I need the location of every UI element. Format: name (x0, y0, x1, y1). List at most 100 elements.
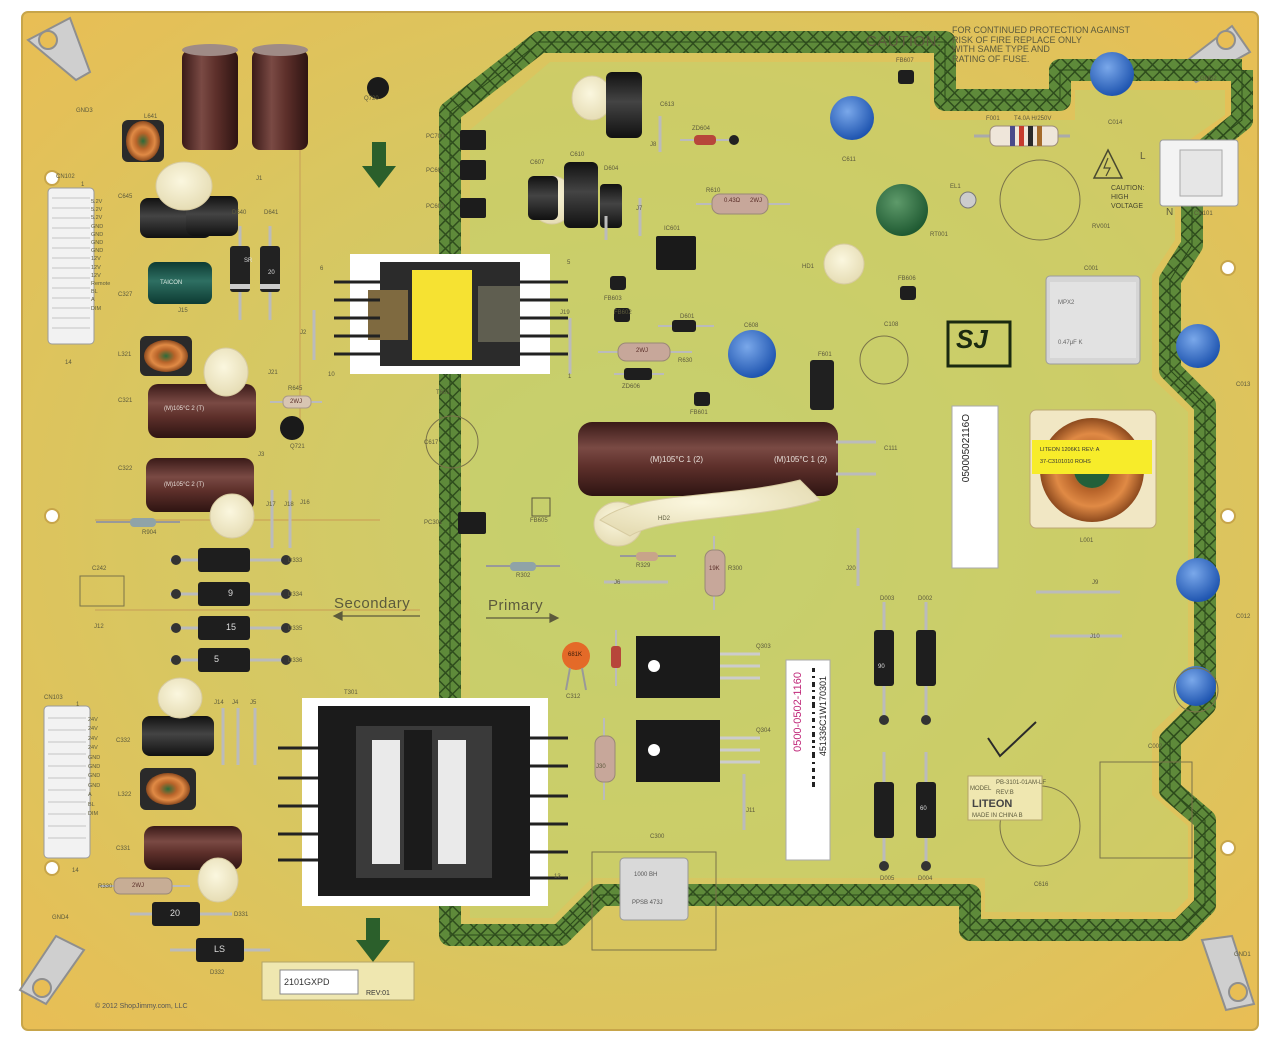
cap-c327-mark: TAICON (160, 280, 183, 286)
inductor-l322 (140, 768, 196, 810)
diode-mark-90: 90 (878, 664, 885, 670)
high-voltage-line-2: HIGH (1111, 194, 1129, 201)
caution-line-4: RATING OF FUSE. (952, 53, 1030, 64)
arrow-down-top-icon (362, 142, 396, 188)
bottom-code-text: 2101GXPD (284, 977, 330, 987)
ref-q303: Q303 (756, 644, 771, 650)
ref-d604: D604 (604, 166, 619, 172)
ref-t601: T601 (436, 390, 450, 396)
r630-value: 2WJ (636, 348, 648, 354)
ref-c645: C645 (118, 194, 133, 200)
cn102-pin: A (91, 297, 95, 304)
ref-c321: C321 (118, 398, 133, 404)
cap-main-mark-2: (M)105°C 1 (2) (774, 455, 827, 464)
ref-d004: D004 (918, 876, 933, 882)
cn102-pin: 5.2V (91, 199, 103, 205)
c001-value-2: 0.47μF K (1058, 340, 1083, 346)
ref-l322: L322 (118, 792, 132, 798)
ref-q720: Q720 (364, 96, 379, 102)
ref-d335: D335 (288, 626, 303, 632)
t301-pin-13: 13 (554, 874, 561, 880)
cn103-pin: 24V (88, 735, 98, 742)
ref-c617: C617 (424, 440, 439, 446)
resistor-r904 (96, 518, 180, 527)
cn103-pin: GND (88, 754, 101, 761)
mounting-lug-bottom-right (1200, 934, 1256, 1012)
cap-c321-mark: (M)105°C 2 (T) (164, 406, 205, 412)
caution-line-1: FOR CONTINUED PROTECTION AGAINST (952, 25, 1131, 35)
t601-pin-10: 10 (328, 372, 335, 378)
c312-value: 681K (568, 652, 583, 658)
r300-value: 19K (709, 566, 720, 572)
diode-d005 (874, 752, 894, 871)
diode-mark-ls: LS (214, 944, 226, 954)
resistor-r330 (100, 877, 190, 895)
capacitor-c321 (148, 384, 256, 438)
ref-c607: C607 (530, 160, 545, 166)
c001-value-1: MPX2 (1058, 300, 1075, 306)
ref-j17: J17 (266, 502, 276, 508)
ref-l321: L321 (118, 352, 132, 358)
ref-j7: J7 (636, 206, 643, 212)
sticker-model (967, 775, 1043, 821)
diode-small-q303 (611, 630, 621, 686)
ref-c111: C111 (884, 446, 898, 452)
ref-rv001: RV001 (1092, 224, 1111, 230)
brand-liteon: LITEON (972, 798, 1013, 810)
ref-c332: C332 (116, 738, 131, 744)
cn101-n: N (1166, 207, 1174, 218)
ref-pc700: PC700 (426, 134, 445, 140)
cn101-l: L (1140, 151, 1146, 162)
diode-mark-5: 5 (214, 654, 220, 664)
ref-j21: J21 (268, 370, 278, 376)
cap-c322-mark: (M)105°C 2 (T) (164, 482, 205, 488)
barcode-sub-text: 451336C1W170301 (818, 676, 828, 757)
ref-fb607: FB607 (896, 58, 914, 64)
diode-mark-20: 20 (268, 270, 275, 276)
model-value: PB-3101-01AM-LF (996, 780, 1047, 786)
diode-mark-9: 9 (228, 588, 234, 598)
ref-d640: D640 (232, 210, 247, 216)
resistor-r300 (704, 536, 726, 610)
transistor-q720 (367, 77, 389, 99)
cn103-label: CN103 (44, 695, 63, 701)
ref-j5: J5 (250, 700, 257, 706)
ref-rt001: RT001 (930, 232, 948, 238)
ref-c613: C613 (660, 102, 675, 108)
cn103-pin: 24V (88, 726, 98, 733)
capacitor-c610 (564, 162, 598, 228)
ref-c001: C001 (1084, 266, 1099, 272)
capacitor-c300 (591, 851, 717, 951)
t601-pin-5: 5 (567, 260, 571, 266)
bottom-rev-text: REV:01 (366, 990, 390, 997)
l001-tag-2: 37-C3101010 ROHS (1040, 459, 1091, 465)
ref-pc602: PC602 (426, 204, 445, 210)
diode-mark-15: 15 (226, 622, 237, 632)
ref-d601: D601 (680, 314, 695, 320)
capacitor-c312 (562, 642, 590, 691)
ref-f601: F601 (818, 352, 832, 358)
ic601 (656, 236, 696, 270)
sticker-barcode (785, 659, 831, 861)
ref-j9: J9 (1092, 580, 1099, 586)
cn102-pin: GND (91, 248, 104, 255)
ref-el1: EL1 (950, 184, 961, 190)
ref-fb601: FB601 (690, 410, 708, 416)
ref-d003: D003 (880, 596, 895, 602)
ref-c331: C331 (116, 846, 131, 852)
cn101-label: CN101 (1194, 211, 1213, 217)
diode-mark-d331: 20 (170, 908, 181, 918)
ref-d334: D334 (288, 592, 303, 598)
ref-c108: C108 (884, 322, 899, 328)
ref-c322: C322 (118, 466, 133, 472)
ref-d331: D331 (234, 912, 249, 918)
cap-main-mark-1: (M)105°C 1 (2) (650, 455, 703, 464)
ref-r329: R329 (636, 563, 651, 569)
diode-d002 (916, 602, 936, 725)
arrow-down-bottom-icon (356, 918, 390, 962)
ref-hd2: HD2 (658, 516, 671, 522)
capacitor-c611 (830, 96, 874, 140)
resistor-r331 (594, 718, 616, 800)
transformer-t601 (334, 254, 568, 374)
ref-j30: J30 (596, 764, 606, 770)
